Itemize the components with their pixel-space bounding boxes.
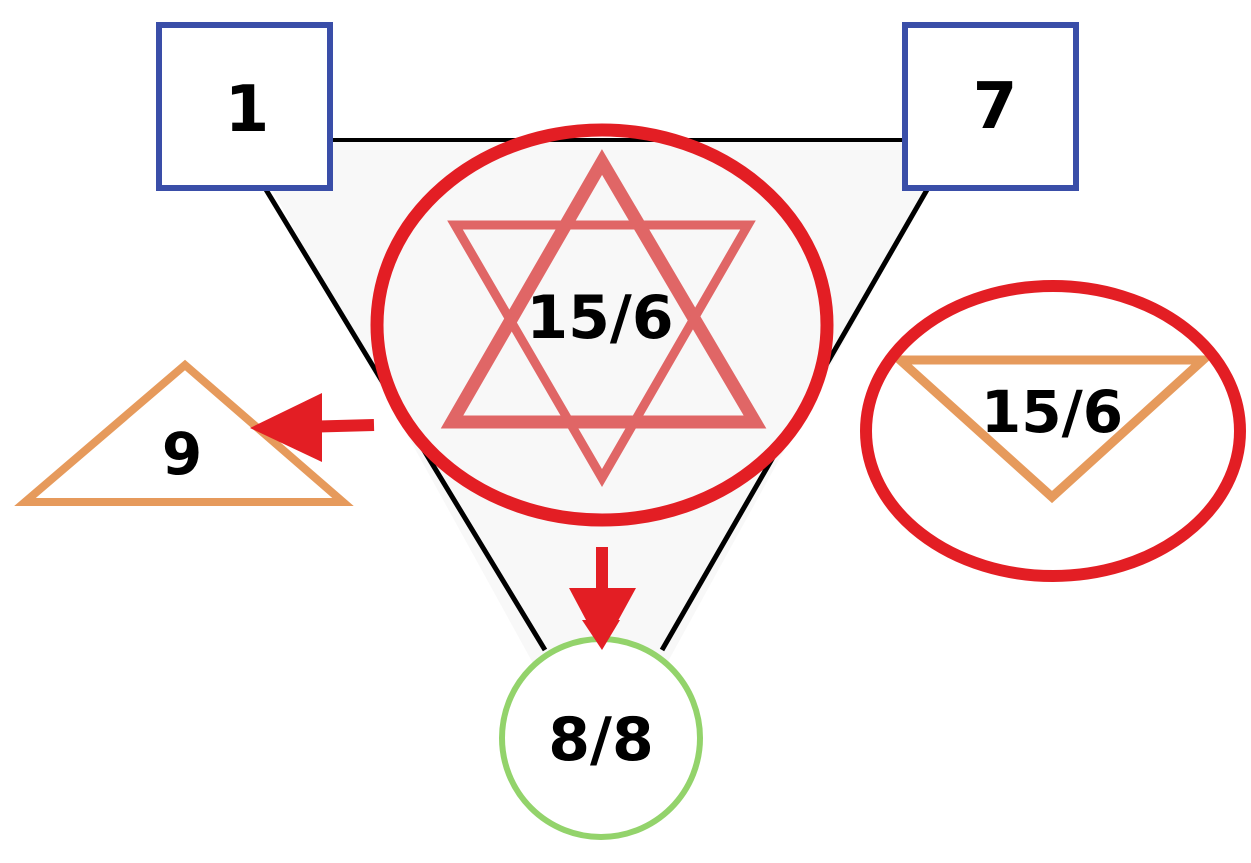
arrow-to-bottom-circle-head bbox=[569, 588, 636, 650]
top-right-box bbox=[902, 22, 1079, 191]
left-triangle-label: 9 bbox=[162, 420, 202, 488]
right-highlight-ellipse bbox=[860, 280, 1246, 582]
top-left-box bbox=[156, 22, 333, 191]
top-left-box-label: 1 bbox=[225, 73, 270, 147]
center-highlight-ellipse bbox=[370, 123, 834, 527]
bottom-circle-label: 8/8 bbox=[548, 705, 653, 775]
arrow-to-left-triangle-head bbox=[250, 393, 322, 462]
top-right-box-label: 7 bbox=[973, 70, 1018, 144]
center-star-label: 15/6 bbox=[526, 283, 673, 353]
funnel-triangle bbox=[245, 140, 955, 785]
right-triangle-label: 15/6 bbox=[981, 378, 1123, 446]
star-downward-triangle bbox=[447, 220, 756, 487]
right-triangle bbox=[888, 355, 1215, 504]
star-upward-triangle bbox=[440, 149, 767, 429]
arrow-to-bottom-circle-tip bbox=[582, 620, 620, 650]
